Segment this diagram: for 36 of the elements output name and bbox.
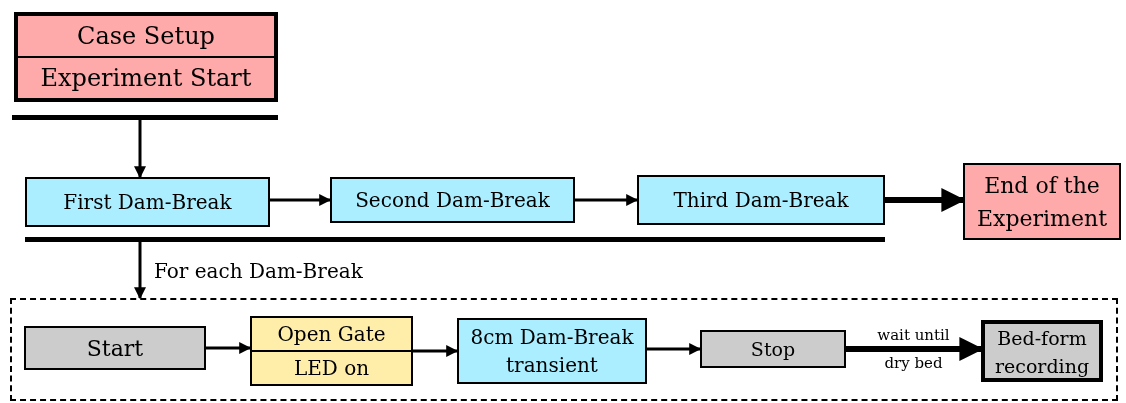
- node-label: Open Gate: [276, 321, 387, 348]
- process-box: [637, 175, 885, 225]
- node-label: Third Dam-Break: [672, 187, 850, 214]
- arrow: [206, 342, 252, 354]
- edge-label: For each Dam-Break: [154, 258, 363, 285]
- node-label: Case Setup: [76, 21, 216, 52]
- node-label: Stop: [749, 336, 797, 362]
- node-label: End of the Experiment: [976, 171, 1108, 233]
- arrow: [413, 345, 459, 357]
- arrow: [134, 120, 146, 179]
- arrow: [575, 194, 639, 206]
- sync-bar: [25, 237, 885, 242]
- process-box: [24, 326, 206, 370]
- process-box: [250, 316, 413, 386]
- node-label: Bed-form recording: [993, 326, 1091, 379]
- process-box: [457, 318, 647, 384]
- edge-label: wait until dry bed: [876, 325, 951, 374]
- node-label: Start: [85, 334, 145, 363]
- arrow: [270, 194, 332, 206]
- node-label: Experiment Start: [18, 56, 274, 98]
- node-label: First Dam-Break: [62, 189, 233, 216]
- arrow: [885, 188, 966, 212]
- process-box: [25, 177, 270, 227]
- arrow: [647, 343, 702, 355]
- end-box: [963, 163, 1121, 240]
- node-label: Second Dam-Break: [354, 187, 551, 214]
- process-box: [330, 177, 575, 223]
- stage-box: [14, 12, 278, 102]
- node-label: 8cm Dam-Break transient: [469, 324, 635, 379]
- process-box: [981, 320, 1103, 382]
- arrow: [134, 242, 146, 300]
- node-label: LED on: [252, 350, 411, 384]
- arrow: [846, 337, 984, 361]
- process-box: [700, 330, 846, 368]
- loop-container: [10, 298, 1118, 401]
- sync-bar: [12, 115, 278, 120]
